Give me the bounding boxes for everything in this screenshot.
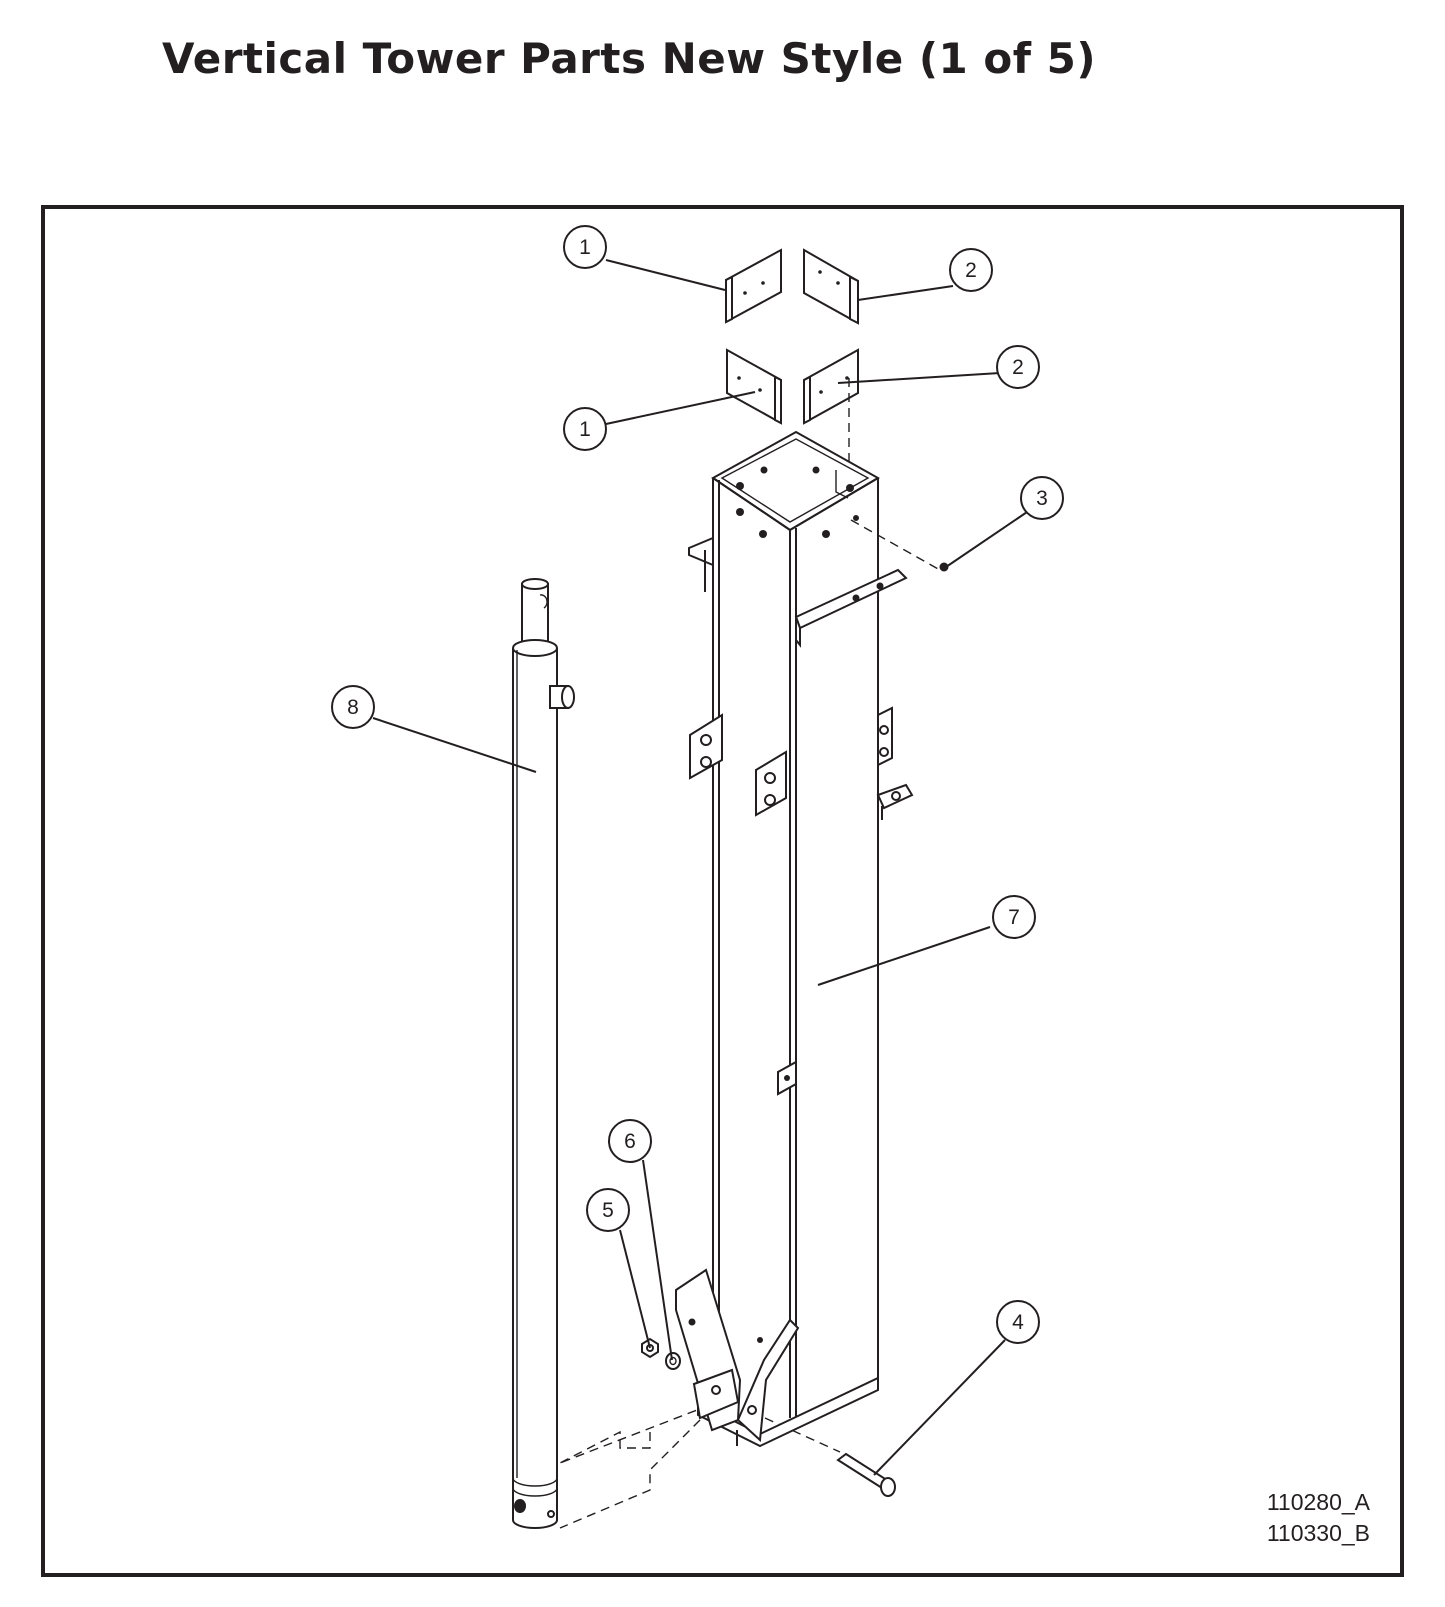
drawing-number-1: 110280_A [1267, 1489, 1371, 1515]
callout-8: 8 [331, 685, 375, 729]
callout-3: 3 [1020, 476, 1064, 520]
callout-4: 4 [996, 1300, 1040, 1344]
callout-1-lower: 1 [563, 407, 607, 451]
wear-pad-lower-left [726, 348, 782, 425]
svg-text:5: 5 [602, 1199, 614, 1222]
svg-text:1: 1 [579, 236, 591, 259]
drawing-number-2: 110330_B [1267, 1520, 1370, 1546]
svg-text:6: 6 [624, 1130, 636, 1153]
hydraulic-cylinder [512, 578, 575, 1529]
svg-text:7: 7 [1008, 906, 1020, 929]
tower-column [675, 430, 914, 1448]
callout-1-upper: 1 [563, 225, 607, 269]
pin-item-4 [836, 1452, 896, 1497]
screw-item-3 [939, 562, 949, 572]
svg-text:3: 3 [1036, 487, 1048, 510]
svg-text:2: 2 [1012, 356, 1024, 379]
page-title: Vertical Tower Parts New Style (1 of 5) [162, 34, 1097, 83]
callout-6: 6 [608, 1119, 652, 1163]
svg-text:1: 1 [579, 418, 591, 441]
callout-2-lower: 2 [996, 345, 1040, 389]
svg-text:4: 4 [1012, 1311, 1024, 1334]
wear-pad-upper-right [803, 248, 859, 325]
washer-item-6 [665, 1352, 681, 1370]
svg-text:2: 2 [965, 259, 977, 282]
svg-text:8: 8 [347, 696, 359, 719]
drawing-frame [41, 205, 1404, 1577]
wear-pad-upper-left [725, 248, 782, 324]
callout-2-upper: 2 [949, 248, 993, 292]
callout-7: 7 [992, 895, 1036, 939]
callout-5: 5 [586, 1188, 630, 1232]
wear-pad-lower-right [803, 348, 859, 425]
